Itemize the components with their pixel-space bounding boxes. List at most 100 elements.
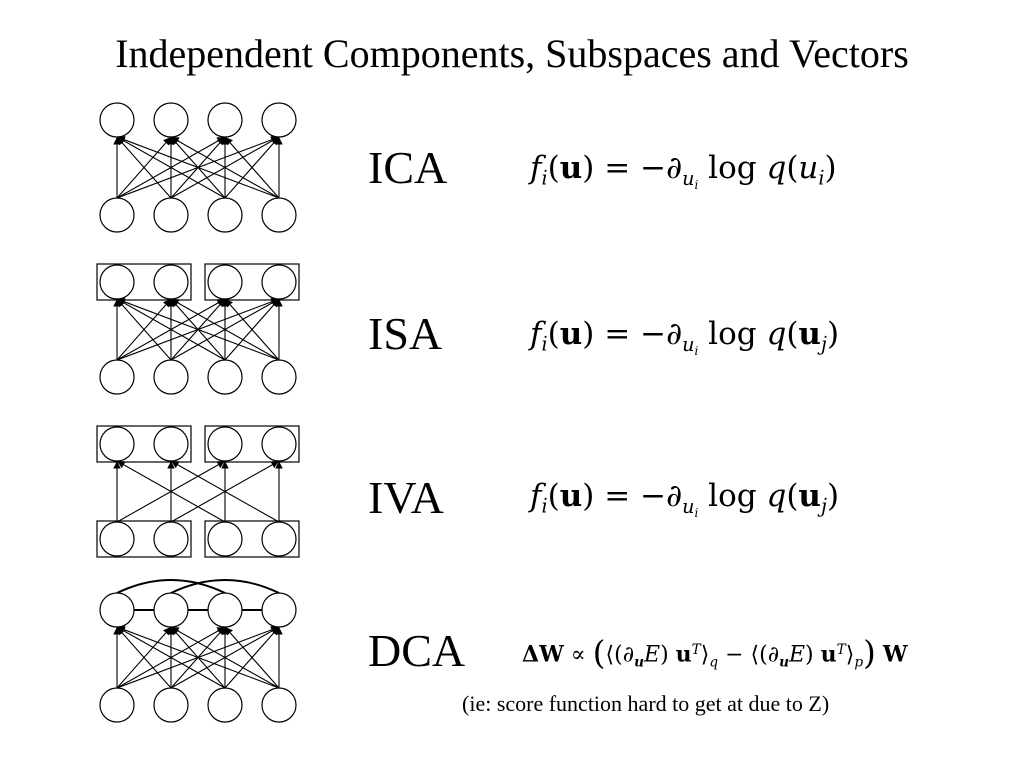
iva-label: IVA: [368, 472, 444, 523]
log-operator: log: [708, 316, 757, 352]
input-group-box: [204, 520, 300, 558]
proportional-sign: ∝: [570, 642, 586, 668]
input-node: [153, 687, 189, 723]
connection-arrow: [116, 460, 226, 523]
output-node: [99, 592, 135, 628]
subscript-i: i: [541, 332, 548, 356]
input-node: [261, 521, 297, 557]
partial-symbol: ∂: [666, 150, 683, 186]
output-node: [207, 264, 243, 300]
connection-arrow: [224, 298, 280, 361]
f-symbol: f: [530, 478, 542, 514]
output-group-box: [204, 263, 300, 301]
minus-sign: −: [640, 478, 667, 514]
input-node: [261, 197, 297, 233]
subscript-u-vector: u: [779, 654, 789, 671]
connection-arrow: [224, 136, 280, 199]
u-symbol: u: [798, 150, 819, 186]
delta-w-symbol: ΔW: [522, 641, 564, 668]
input-group-box: [96, 520, 192, 558]
log-operator: log: [708, 150, 757, 186]
output-node: [207, 102, 243, 138]
slide-title: Independent Components, Subspaces and Ve…: [115, 31, 909, 76]
subscript-p: p: [854, 654, 864, 671]
connection-arrow: [170, 460, 280, 523]
input-node: [207, 359, 243, 395]
w-matrix-symbol: W: [882, 641, 908, 668]
lateral-arc: [170, 579, 280, 594]
input-node: [261, 359, 297, 395]
subscript-i: i: [694, 505, 699, 520]
f-symbol: f: [530, 316, 542, 352]
output-node: [261, 264, 297, 300]
u-vector: u: [675, 641, 692, 668]
log-operator: log: [708, 478, 757, 514]
output-group-box: [96, 263, 192, 301]
subscript-j: j: [820, 332, 827, 356]
subscript-u: u: [682, 332, 695, 356]
input-node: [99, 197, 135, 233]
energy-symbol: E: [788, 642, 806, 668]
f-symbol: f: [530, 150, 542, 186]
score-function-note: (ie: score function hard to get at due t…: [462, 691, 830, 716]
u-vector: u: [559, 478, 583, 514]
minus-sign: −: [640, 150, 667, 186]
output-node: [261, 426, 297, 462]
connection-arrow: [170, 626, 280, 689]
connection-arrow: [116, 298, 226, 361]
output-node: [99, 264, 135, 300]
u-vector: u: [798, 478, 821, 514]
connection-arrow: [170, 136, 280, 199]
output-node: [153, 426, 189, 462]
input-node: [153, 359, 189, 395]
connection-arrow: [116, 136, 226, 199]
connection-arrow: [116, 626, 172, 689]
connection-arrow: [116, 136, 172, 199]
equals-sign: =: [604, 478, 631, 514]
ica-network-diagram: [90, 100, 300, 235]
subscript-u: u: [682, 494, 695, 518]
connection-arrow: [116, 626, 280, 689]
partial-symbol: ∂: [767, 642, 780, 668]
connection-arrow: [116, 298, 280, 361]
minus-sign: −: [640, 316, 667, 352]
connection-arrow: [116, 626, 226, 689]
connection-arrow: [224, 626, 280, 689]
input-node: [99, 687, 135, 723]
subscript-i: i: [694, 177, 699, 192]
input-node: [261, 687, 297, 723]
isa-formula: fi(u) = −∂ui log q(uj): [530, 316, 840, 358]
output-node: [261, 592, 297, 628]
iva-network-diagram: [90, 424, 300, 559]
lateral-arc: [116, 579, 226, 594]
close-paren: ): [863, 633, 876, 673]
ica-formula: fi(u) = −∂ui log q(ui): [530, 150, 837, 192]
output-group-box: [204, 425, 300, 463]
subscript-q: q: [709, 654, 719, 671]
partial-symbol: ∂: [622, 642, 635, 668]
subscript-i: i: [541, 166, 548, 190]
subscript-u: u: [682, 166, 695, 190]
isa-network-diagram: [90, 262, 300, 397]
subscript-i: i: [694, 343, 699, 358]
dca-network-diagram: [90, 579, 300, 725]
output-node: [99, 102, 135, 138]
output-node: [261, 102, 297, 138]
input-node: [207, 687, 243, 723]
isa-label: ISA: [368, 308, 443, 359]
dca-label: DCA: [368, 625, 466, 676]
output-node: [153, 592, 189, 628]
q-symbol: q: [766, 316, 787, 352]
subscript-i: i: [541, 494, 548, 518]
subscript-j: j: [820, 494, 827, 518]
connection-arrow: [116, 298, 172, 361]
output-node: [207, 592, 243, 628]
output-node: [153, 264, 189, 300]
ica-label: ICA: [368, 142, 448, 193]
superscript-t: T: [691, 642, 701, 658]
output-node: [207, 426, 243, 462]
output-node: [99, 426, 135, 462]
partial-symbol: ∂: [666, 478, 683, 514]
minus-sign: −: [725, 642, 744, 668]
subscript-i: i: [818, 166, 825, 190]
